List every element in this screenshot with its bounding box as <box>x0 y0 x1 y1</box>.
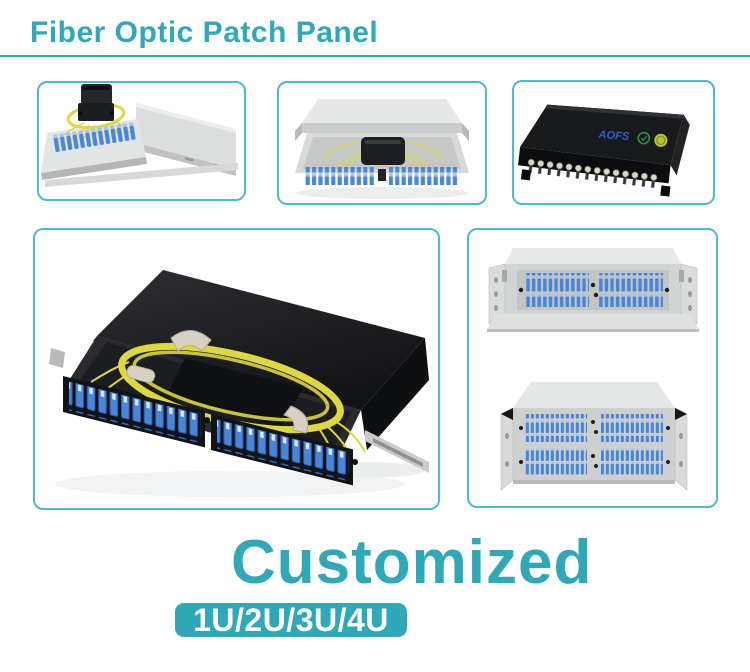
4u-rack-patch-panel-image <box>485 378 704 496</box>
2u-rack-patch-panel-image <box>475 242 712 338</box>
connector-group-4 <box>601 448 663 476</box>
mounting-ear-left <box>500 407 514 491</box>
connector-cassette-left <box>63 376 205 448</box>
chassis <box>295 99 469 141</box>
top-face <box>505 248 681 264</box>
metal-connector-row <box>525 157 661 189</box>
1u-sliding-drawer-patch-panel-image <box>49 270 429 497</box>
connector-group-2 <box>601 414 663 442</box>
page-title: Fiber Optic Patch Panel <box>30 16 379 49</box>
bottom-lip <box>487 314 699 329</box>
screws <box>519 420 670 468</box>
panel-base-rail <box>45 163 238 187</box>
connector-group-left <box>525 273 589 307</box>
fiber-retainers <box>126 330 309 434</box>
terminal-box-with-cover-image <box>41 84 238 187</box>
splice-holder <box>78 84 114 121</box>
connector-group-1 <box>525 414 587 442</box>
bottom-edge <box>513 480 675 484</box>
connector-cassette-right <box>211 414 353 486</box>
slide-rail <box>49 348 429 473</box>
size-badge: 1U/2U/3U/4U <box>175 601 407 638</box>
product-card-terminal-box-open <box>37 81 246 201</box>
rack-drawer-open-image <box>295 99 469 199</box>
brand-logos: AOFS <box>597 129 668 147</box>
center-latch <box>378 169 386 181</box>
reflection <box>55 471 405 497</box>
brand-logo-text: AOFS <box>597 129 630 143</box>
mounting-ear-right <box>674 407 688 491</box>
product-card-featured <box>33 228 440 510</box>
connector-row <box>52 121 138 153</box>
product-card-multi-unit <box>467 228 718 508</box>
connector-row-left <box>305 167 375 185</box>
shadow <box>296 187 468 199</box>
title-underline <box>0 55 750 57</box>
customized-headline: Customized <box>231 528 593 597</box>
product-card-rack-drawer <box>277 81 487 205</box>
screws <box>518 282 670 298</box>
product-card-black-box: AOFS <box>512 80 715 205</box>
connector-row-right <box>389 167 459 185</box>
top-face <box>513 382 675 408</box>
size-badge-label: 1U/2U/3U/4U <box>193 601 389 638</box>
connector-group-3 <box>525 448 587 476</box>
black-terminal-box-image: AOFS <box>518 104 690 197</box>
connector-group-right <box>599 273 663 307</box>
green-cert-icon <box>637 131 651 145</box>
